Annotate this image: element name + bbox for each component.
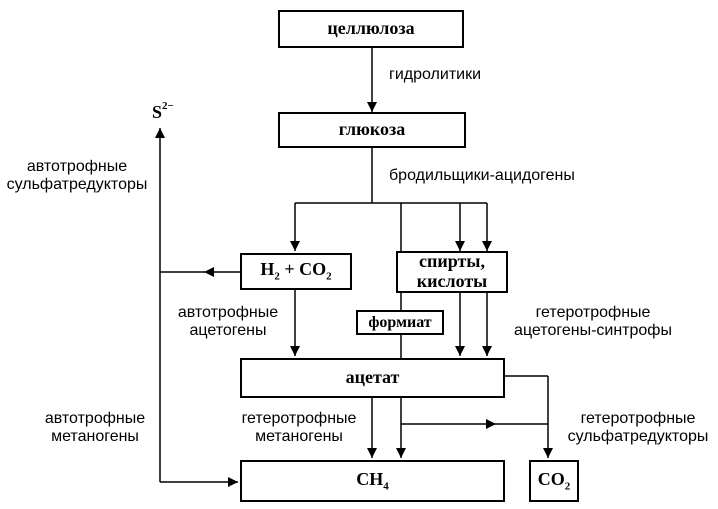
autotrophic-sulfate-reducers-label: автотрофные сульфатредукторы — [6, 158, 148, 194]
acetate-label: ацетат — [345, 367, 400, 388]
cellulose-label: целлюлоза — [327, 18, 415, 39]
formate-box: формиат — [356, 310, 444, 335]
glucose-label: глюкоза — [338, 119, 406, 140]
methane-label: CH4 — [356, 468, 389, 493]
formate-label: формиат — [368, 313, 432, 331]
h2-co2-label: H2 + CO2 — [260, 259, 332, 283]
sulfide-label: S2− — [152, 100, 174, 122]
heterotrophic-acetogens-label: гетеротрофные ацетогены-синтрофы — [514, 304, 672, 340]
alcohols-acids-box: спирты, кислоты — [396, 251, 508, 293]
acids-label: кислоты — [416, 271, 488, 291]
fermenters-label: бродильщики-ацидогены — [389, 167, 575, 184]
co2-output-box: CO2 — [529, 460, 579, 502]
hydrolytics-label: гидролитики — [389, 66, 482, 83]
heterotrophic-methanogens-label: гетеротрофные метаногены — [241, 410, 357, 446]
autotrophic-acetogens-label: автотрофные ацетогены — [177, 304, 279, 340]
co2-output-label: CO2 — [537, 468, 571, 493]
glucose-box: глюкоза — [278, 112, 466, 148]
methane-box: CH4 — [240, 460, 505, 502]
h2-co2-box: H2 + CO2 — [240, 253, 352, 290]
cellulose-box: целлюлоза — [278, 10, 464, 48]
alcohols-label: спирты, — [419, 251, 485, 272]
autotrophic-methanogens-label: автотрофные метаногены — [44, 410, 146, 446]
heterotrophic-sulfate-reducers-label: гетеротрофные сульфатредукторы — [567, 410, 709, 446]
acetate-box: ацетат — [240, 358, 505, 398]
